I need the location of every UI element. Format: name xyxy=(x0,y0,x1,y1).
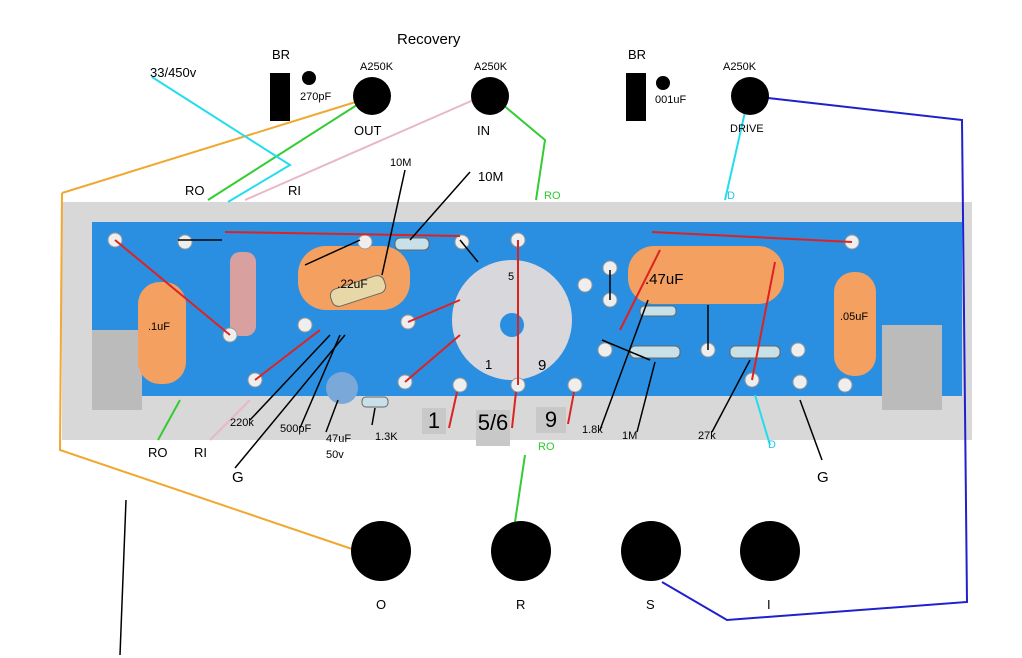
label-ri-top: RI xyxy=(288,183,301,198)
wire-ri xyxy=(244,97,479,201)
label-d-bottom: D xyxy=(768,439,776,451)
label-01uf: .1uF xyxy=(148,321,171,333)
label-ro-green-top: RO xyxy=(544,190,561,202)
label-270pf: 270pF xyxy=(300,91,332,103)
capacitor-001uf xyxy=(656,76,670,90)
jack-r[interactable] xyxy=(491,521,551,581)
label-005uf: .05uF xyxy=(840,311,869,323)
resistor-100k xyxy=(230,252,256,336)
jack-label-s: S xyxy=(646,597,655,612)
wire-ro-jack xyxy=(514,454,526,523)
label-drive: DRIVE xyxy=(730,123,764,135)
jack-label-r: R xyxy=(516,597,526,612)
mount-bracket-left xyxy=(92,330,142,410)
label-27k: 27k xyxy=(698,430,716,442)
capacitor-270pf xyxy=(302,71,316,85)
bright-switch-right xyxy=(626,73,646,121)
jack-label-i: I xyxy=(767,597,771,612)
wire-orange-top xyxy=(61,95,376,194)
capacitor-01uf xyxy=(138,282,186,384)
label-pot-in-value: A250K xyxy=(474,61,508,73)
label-50v: 50v xyxy=(326,449,344,461)
pot-drive[interactable] xyxy=(731,77,769,115)
capacitor-005uf xyxy=(834,272,876,376)
label-33-450v: 33/450v xyxy=(150,65,197,80)
wire-blue-drive xyxy=(661,97,969,622)
wire-cyan-33 xyxy=(151,76,292,203)
label-box-pin56: 5/6 xyxy=(476,410,510,446)
label-ro-green-bottom: RO xyxy=(538,441,555,453)
label-g-right: G xyxy=(817,469,829,486)
jack-o[interactable] xyxy=(351,521,411,581)
label-001uf: 001uF xyxy=(655,94,687,106)
label-pin1: 1 xyxy=(485,357,493,372)
capacitor-47uf xyxy=(326,372,358,404)
label-br-left: BR xyxy=(272,47,291,62)
label-ro-bottom: RO xyxy=(148,445,168,460)
label-47uf: 47uF xyxy=(326,433,352,445)
label-box-pin9: 9 xyxy=(536,407,566,433)
title: Recovery xyxy=(397,31,461,48)
label-220k: 220k xyxy=(230,417,254,429)
label-022uf: .22uF xyxy=(337,277,368,291)
capacitor-047uf xyxy=(628,246,784,304)
label-10m-b: 10M xyxy=(478,169,504,184)
wire-ro-out xyxy=(207,102,361,201)
jack-i[interactable] xyxy=(740,521,800,581)
label-pin5: 5 xyxy=(508,271,515,283)
mount-bracket-right xyxy=(882,325,942,410)
label-ri-bottom: RI xyxy=(194,445,207,460)
wire-orange-left xyxy=(58,192,356,551)
label-1-3k: 1.3K xyxy=(375,431,398,443)
label-ro-top: RO xyxy=(185,183,205,198)
capacitor-022uf xyxy=(298,246,410,310)
label-1-8k: 1.8k xyxy=(582,424,603,436)
label-pot-drive-value: A250K xyxy=(723,61,757,73)
label-047uf: .47uF xyxy=(645,271,684,288)
solder-pads xyxy=(107,232,860,393)
label-box-pin1: 1 xyxy=(422,408,446,434)
label-500pf: 500pF xyxy=(280,423,312,435)
label-pin9: 9 xyxy=(538,357,547,374)
jack-s[interactable] xyxy=(621,521,681,581)
label-10m-a: 10M xyxy=(390,157,412,169)
label-d-top: D xyxy=(727,190,735,202)
wire-d-top xyxy=(724,111,746,201)
label-g-left: G xyxy=(232,469,244,486)
label-br-right: BR xyxy=(628,47,647,62)
jack-label-o: O xyxy=(376,597,387,612)
pot-in[interactable] xyxy=(471,77,509,115)
label-1m: 1M xyxy=(622,430,638,442)
bright-switch-left xyxy=(270,73,290,121)
wire-ro-in xyxy=(489,93,547,201)
label-pot-out-value: A250K xyxy=(360,61,394,73)
label-out: OUT xyxy=(354,123,382,138)
label-in: IN xyxy=(477,123,490,138)
pot-out[interactable] xyxy=(353,77,391,115)
